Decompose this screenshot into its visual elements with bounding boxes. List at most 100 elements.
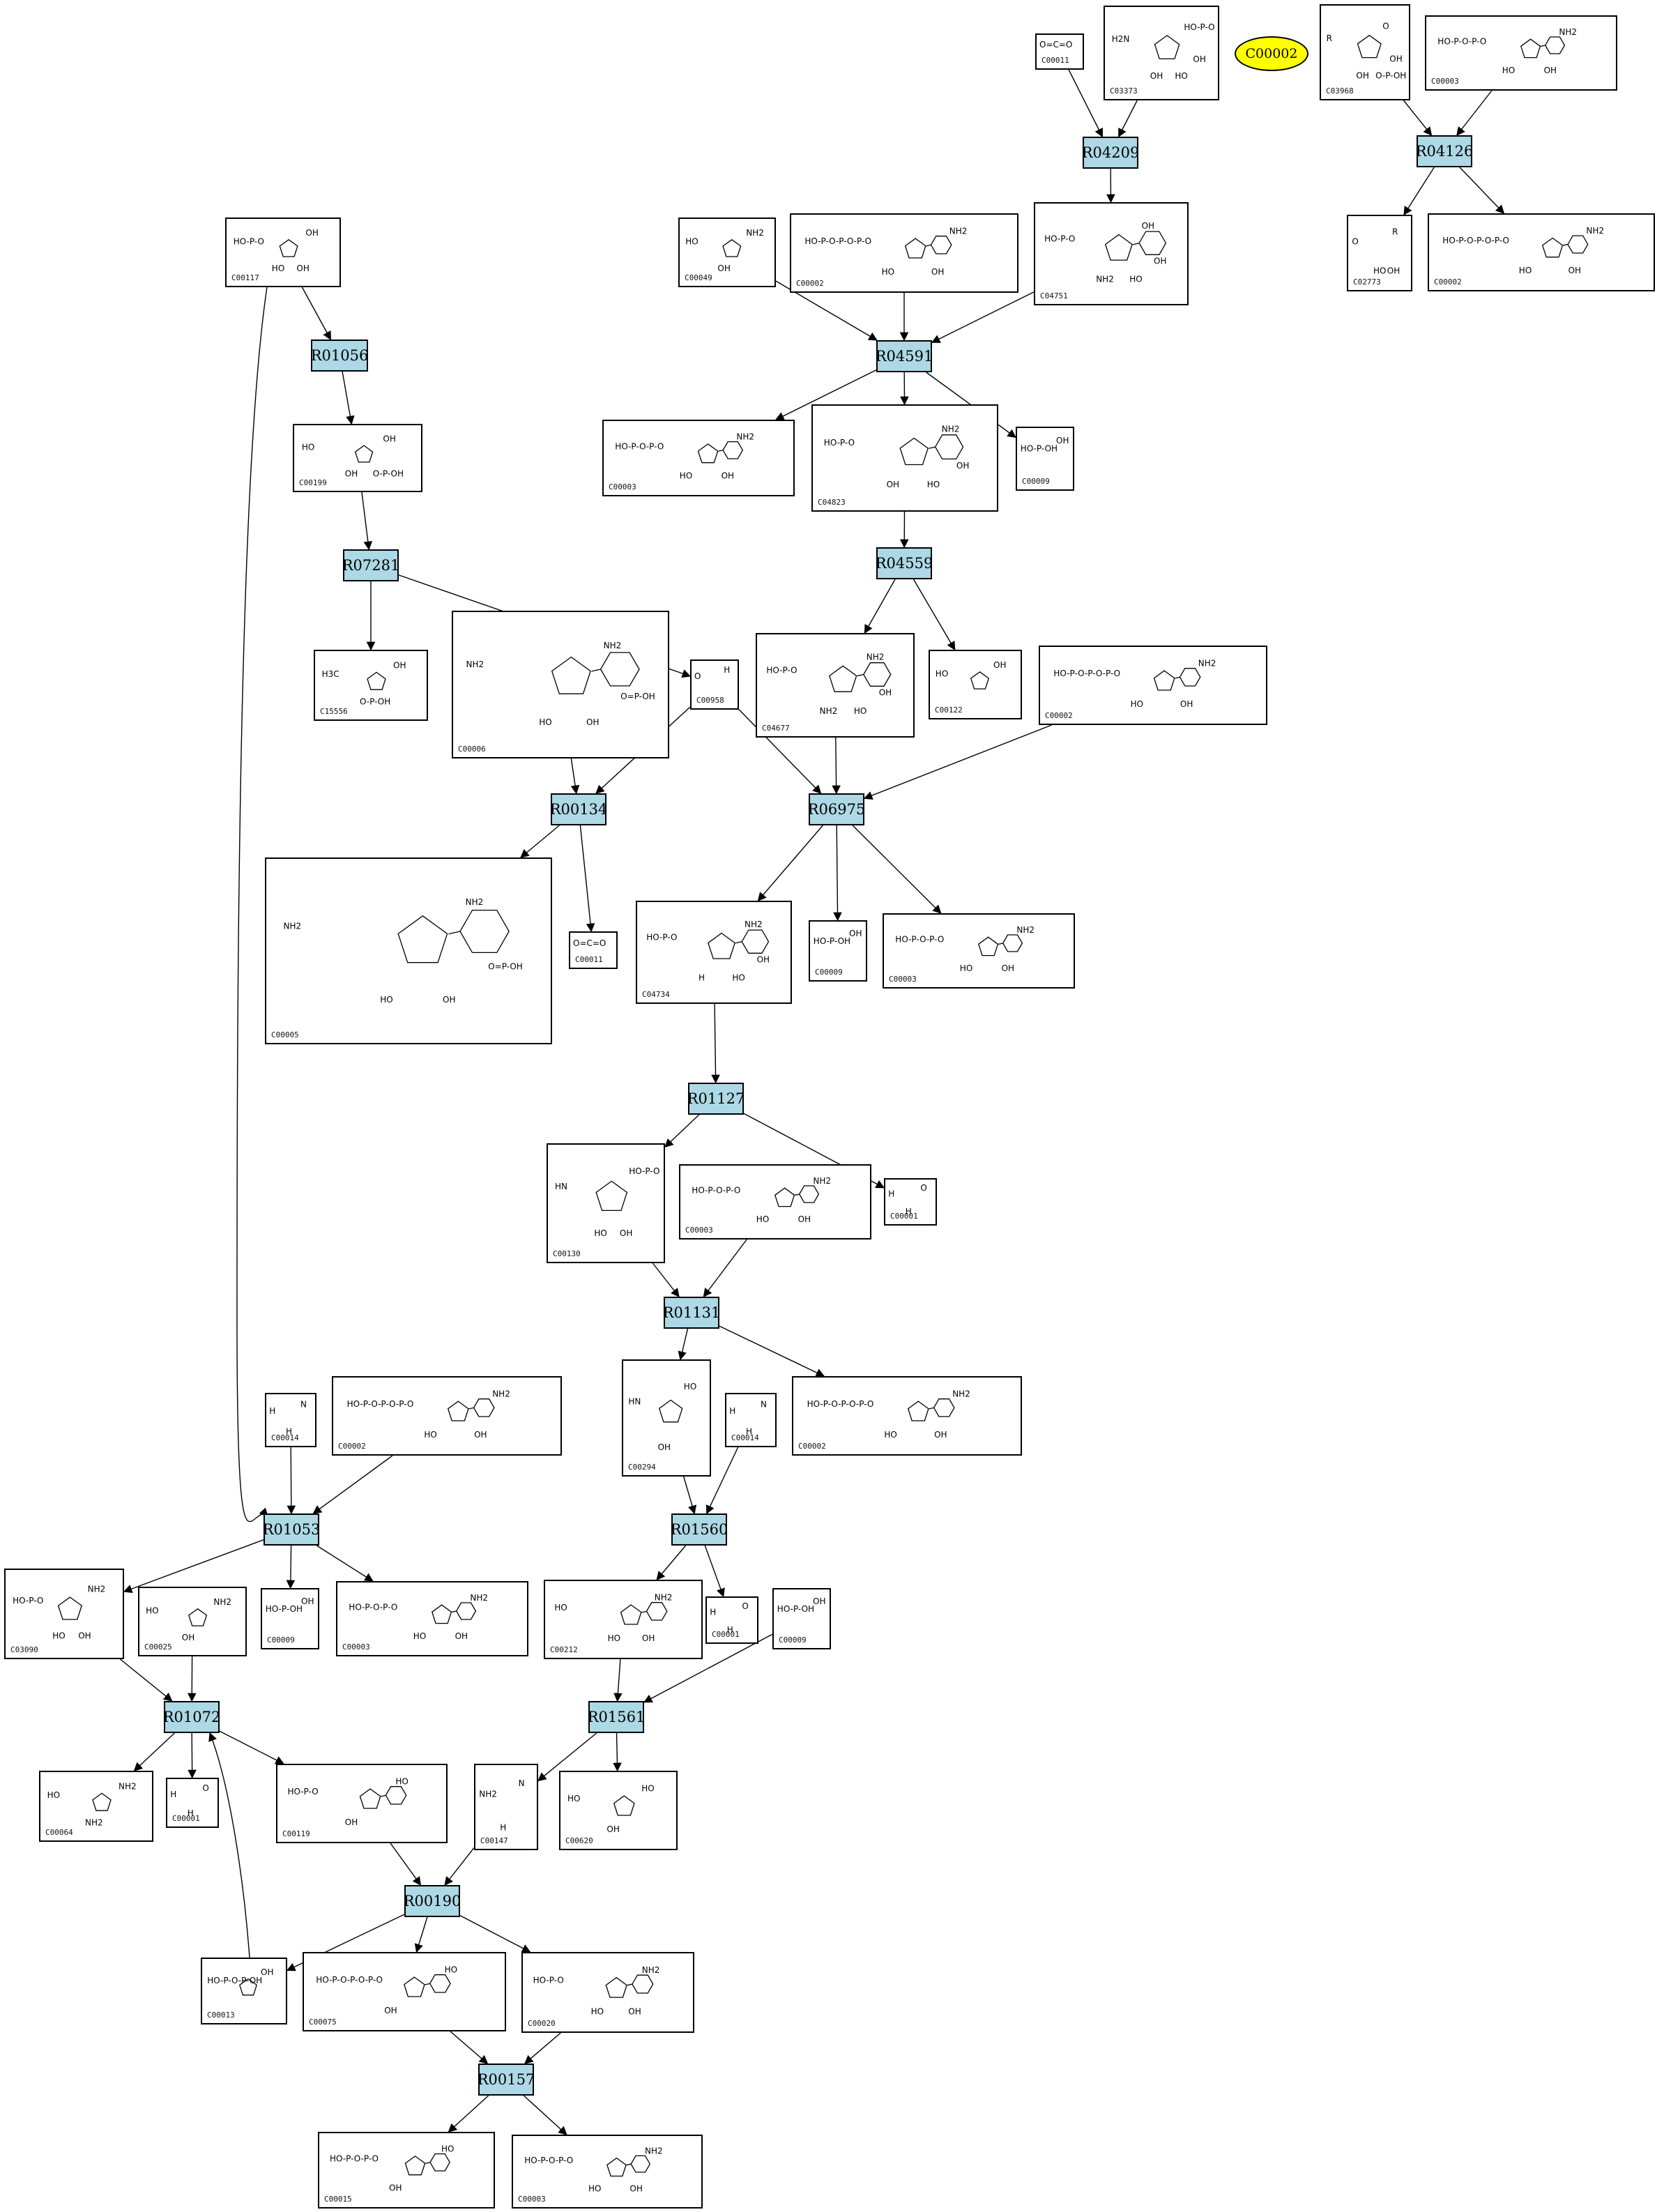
reaction-r01127[interactable]: R01127 [687,1083,745,1115]
reaction-r01561[interactable]: R01561 [588,1701,645,1733]
reaction-r01072[interactable]: R01072 [163,1701,220,1733]
ring-bond [447,1401,469,1421]
atom-label: HO [47,1790,60,1800]
edge-compound-c00117-to-reaction-r01056 [301,287,332,341]
reaction-r04209[interactable]: R04209 [1082,137,1139,169]
atom-label: HO [936,669,948,679]
reaction-r00190[interactable]: R00190 [404,1885,461,1917]
atom-label: HO-P-O [646,933,677,943]
reaction-r00157[interactable]: R00157 [478,2064,535,2096]
atom-label: OH [586,717,599,727]
reaction-r01131[interactable]: R01131 [663,1297,720,1329]
atom-label: HO-P-O-P-O-P-O [1053,669,1120,678]
reaction-r04591[interactable]: R04591 [876,340,933,372]
reaction-r01560[interactable]: R01560 [671,1513,728,1546]
reaction-r04126[interactable]: R04126 [1416,135,1473,167]
reaction-r04559[interactable]: R04559 [876,547,933,579]
atom-label: HO-P-O-P-O [1437,37,1486,47]
atom-label: H [269,1406,275,1416]
reaction-r01056[interactable]: R01056 [311,340,368,372]
ring-bond [404,1976,425,1997]
atom-label: HO-P-O-P-O-P-O [347,1399,414,1409]
atom-label: NH2 [1096,274,1114,284]
edge-compound-c00003-a-to-reaction-r04126 [1456,90,1493,136]
atom-label: HO-P-OH [1021,443,1058,453]
atom-label: NH2 [479,1790,497,1799]
atom-label: HO [424,1430,436,1440]
edge-compound-c00011-to-reaction-r04209 [1068,69,1104,138]
bond [926,244,931,247]
edge-reaction-r01561-to-compound-c00620 [613,1732,622,1772]
ring-bond [930,236,952,254]
atom-label: N [519,1778,525,1788]
ring-bond [899,437,929,466]
atom-label: NH2 [1016,925,1035,935]
atom-label: NH2 [85,1817,103,1827]
atom-label: NH2 [736,432,754,442]
edge-compound-c03373-to-reaction-r04209 [1118,100,1138,138]
atom-label: NH2 [492,1389,510,1399]
highlight-oval[interactable]: C00002 [1235,36,1308,71]
highlight-label: C00002 [1245,46,1298,61]
reaction-r07281[interactable]: R07281 [342,549,399,581]
reaction-r00134[interactable]: R00134 [550,793,607,825]
edge-compound-c00294-to-reaction-r01560 [683,1476,697,1515]
reaction-r06975[interactable]: R06975 [808,793,865,825]
reaction-r01053[interactable]: R01053 [263,1513,320,1546]
